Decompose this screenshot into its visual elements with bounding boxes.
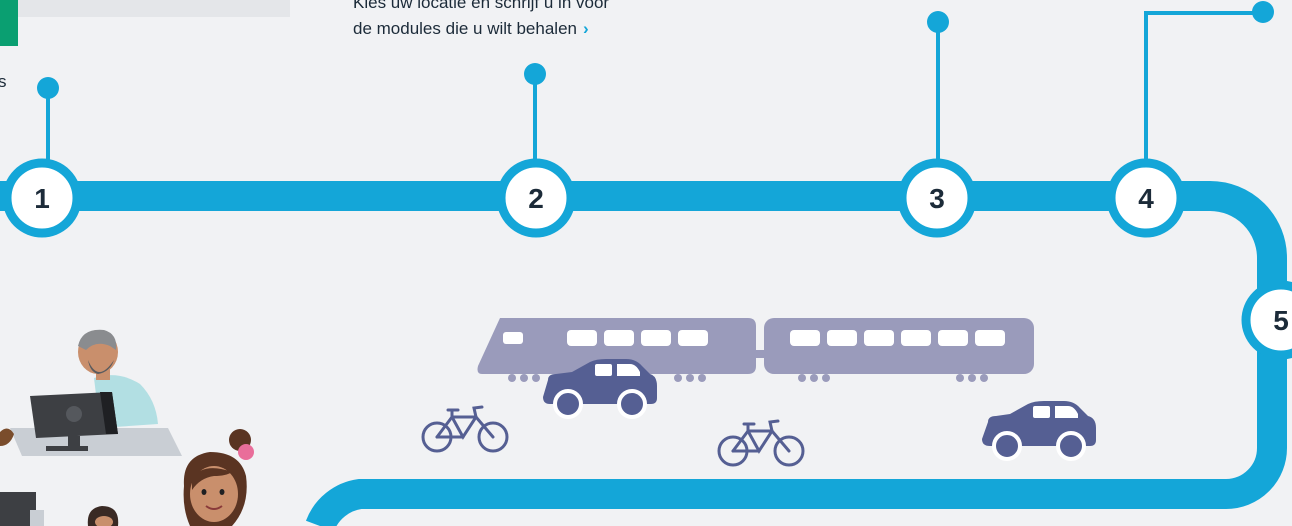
partial-text: s bbox=[0, 72, 7, 91]
pin-dot-3 bbox=[927, 11, 949, 33]
step-number-3: 3 bbox=[929, 183, 945, 214]
pin-dot-4 bbox=[1252, 1, 1274, 23]
connector-pins bbox=[46, 11, 1262, 170]
train-illustration bbox=[477, 318, 1034, 382]
step-2-text-line-2: de modules die u wilt behalen bbox=[353, 19, 577, 38]
step-node-5[interactable]: 5 bbox=[1241, 280, 1292, 360]
step-node-1[interactable]: 1 bbox=[2, 158, 82, 238]
people-at-computers-illustration bbox=[0, 329, 254, 526]
bicycle-illustration bbox=[717, 419, 805, 467]
header-panel bbox=[0, 0, 290, 17]
timeline-path bbox=[0, 181, 1287, 526]
step-number-5: 5 bbox=[1273, 305, 1289, 336]
step-2-text-line-1: Kies uw locatie en schrijf u in voor bbox=[353, 0, 610, 12]
logo-mark-icon bbox=[0, 0, 18, 46]
step-node-4[interactable]: 4 bbox=[1106, 158, 1186, 238]
step-node-2[interactable]: 2 bbox=[496, 158, 576, 238]
step-node-3[interactable]: 3 bbox=[897, 158, 977, 238]
step-number-4: 4 bbox=[1138, 183, 1154, 214]
step-number-2: 2 bbox=[528, 183, 544, 214]
chevron-right-icon[interactable]: › bbox=[582, 19, 589, 38]
bicycle-illustration bbox=[421, 405, 509, 453]
step-number-1: 1 bbox=[34, 183, 50, 214]
pin-dot-1 bbox=[37, 77, 59, 99]
car-illustration bbox=[982, 401, 1096, 461]
car-illustration bbox=[543, 359, 657, 419]
step-2-description[interactable]: Kies uw locatie en schrijf u in voor de … bbox=[353, 0, 753, 42]
pin-dots bbox=[37, 1, 1274, 99]
pin-dot-2 bbox=[524, 63, 546, 85]
